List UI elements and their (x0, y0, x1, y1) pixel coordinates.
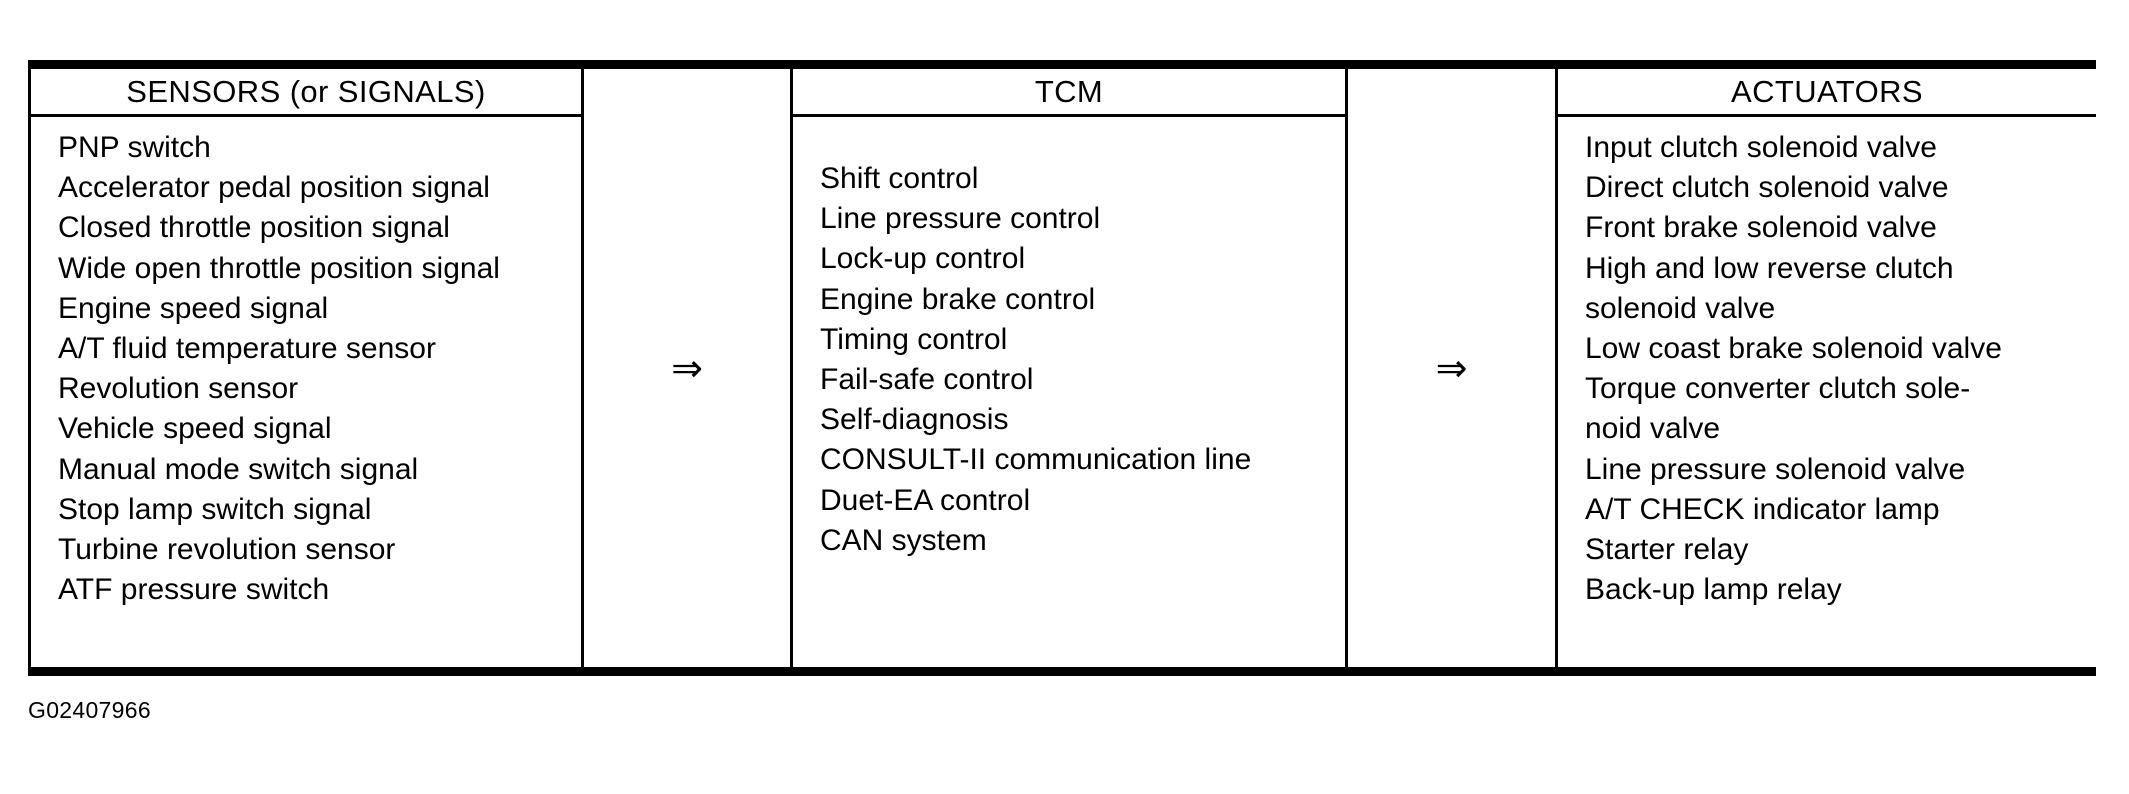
connector-sensors-to-tcm: ⇒ (584, 69, 790, 667)
list-item: Starter relay (1585, 533, 1749, 567)
list-item: Back-up lamp relay (1585, 573, 1842, 607)
list-item: Torque converter clutch sole- noid valve (1585, 372, 1971, 446)
diagram-top-rule (28, 60, 2096, 69)
list-item: Stop lamp switch signal (58, 492, 372, 526)
list-item: A/T fluid temperature sensor (58, 332, 436, 366)
list-item: Engine brake control (820, 282, 1096, 316)
column-actuators-header: ACTUATORS (1558, 69, 2096, 117)
list-item: PNP switch (58, 131, 211, 164)
list-item: Shift control (820, 162, 979, 195)
diagram-bottom-rule (28, 667, 2096, 676)
list-item: Low coast brake solenoid valve (1585, 332, 2002, 366)
list-item: Duet-EA control (820, 483, 1031, 517)
column-actuators-list: Input clutch solenoid valve Direct clutc… (1558, 117, 2096, 610)
list-item: A/T CHECK indicator lamp (1585, 492, 1940, 526)
list-item: Self-diagnosis (820, 403, 1009, 437)
right-double-arrow-icon: ⇒ (1435, 346, 1468, 390)
column-tcm: TCM Shift control Line pressure control … (790, 69, 1348, 667)
column-sensors-header-label: SENSORS (or SIGNALS) (126, 73, 486, 109)
list-item: Wide open throttle position signal (58, 251, 500, 285)
list-item: ATF pressure switch (58, 573, 330, 607)
figure-caption: G02407966 (28, 697, 151, 723)
list-item: High and low reverse clutch solenoid val… (1585, 251, 1954, 325)
right-double-arrow-icon: ⇒ (671, 346, 703, 390)
column-sensors-list: PNP switch Accelerator pedal position si… (31, 117, 581, 610)
column-actuators-header-label: ACTUATORS (1731, 73, 1923, 109)
list-item: Line pressure solenoid valve (1585, 452, 1966, 486)
list-item: Turbine revolution sensor (58, 533, 396, 567)
list-item: Input clutch solenoid valve (1585, 131, 1937, 164)
list-item: Front brake solenoid valve (1585, 211, 1937, 245)
list-item: Direct clutch solenoid valve (1585, 171, 1949, 205)
list-item: Accelerator pedal position signal (58, 171, 490, 205)
list-item: Timing control (820, 322, 1008, 356)
column-tcm-header-label: TCM (1034, 73, 1104, 109)
connector-tcm-to-actuators: ⇒ (1348, 69, 1555, 667)
column-tcm-header: TCM (793, 69, 1345, 117)
list-item: Revolution sensor (58, 372, 299, 406)
list-item: Engine speed signal (58, 291, 329, 325)
list-item: Fail-safe control (820, 363, 1034, 397)
list-item: Manual mode switch signal (58, 452, 419, 486)
list-item: CONSULT-II communication line (820, 443, 1252, 477)
column-actuators: ACTUATORS Input clutch solenoid valve Di… (1555, 69, 2096, 667)
column-sensors-header: SENSORS (or SIGNALS) (31, 69, 581, 117)
column-sensors: SENSORS (or SIGNALS) PNP switch Accelera… (28, 69, 584, 667)
list-item: Lock-up control (820, 242, 1026, 276)
list-item: Vehicle speed signal (58, 412, 332, 446)
system-block-diagram: SENSORS (or SIGNALS) PNP switch Accelera… (28, 60, 2096, 676)
column-tcm-list: Shift control Line pressure control Lock… (793, 117, 1345, 561)
list-item: CAN system (820, 523, 987, 557)
list-item: Line pressure control (820, 202, 1101, 236)
list-item: Closed throttle position signal (58, 211, 450, 245)
